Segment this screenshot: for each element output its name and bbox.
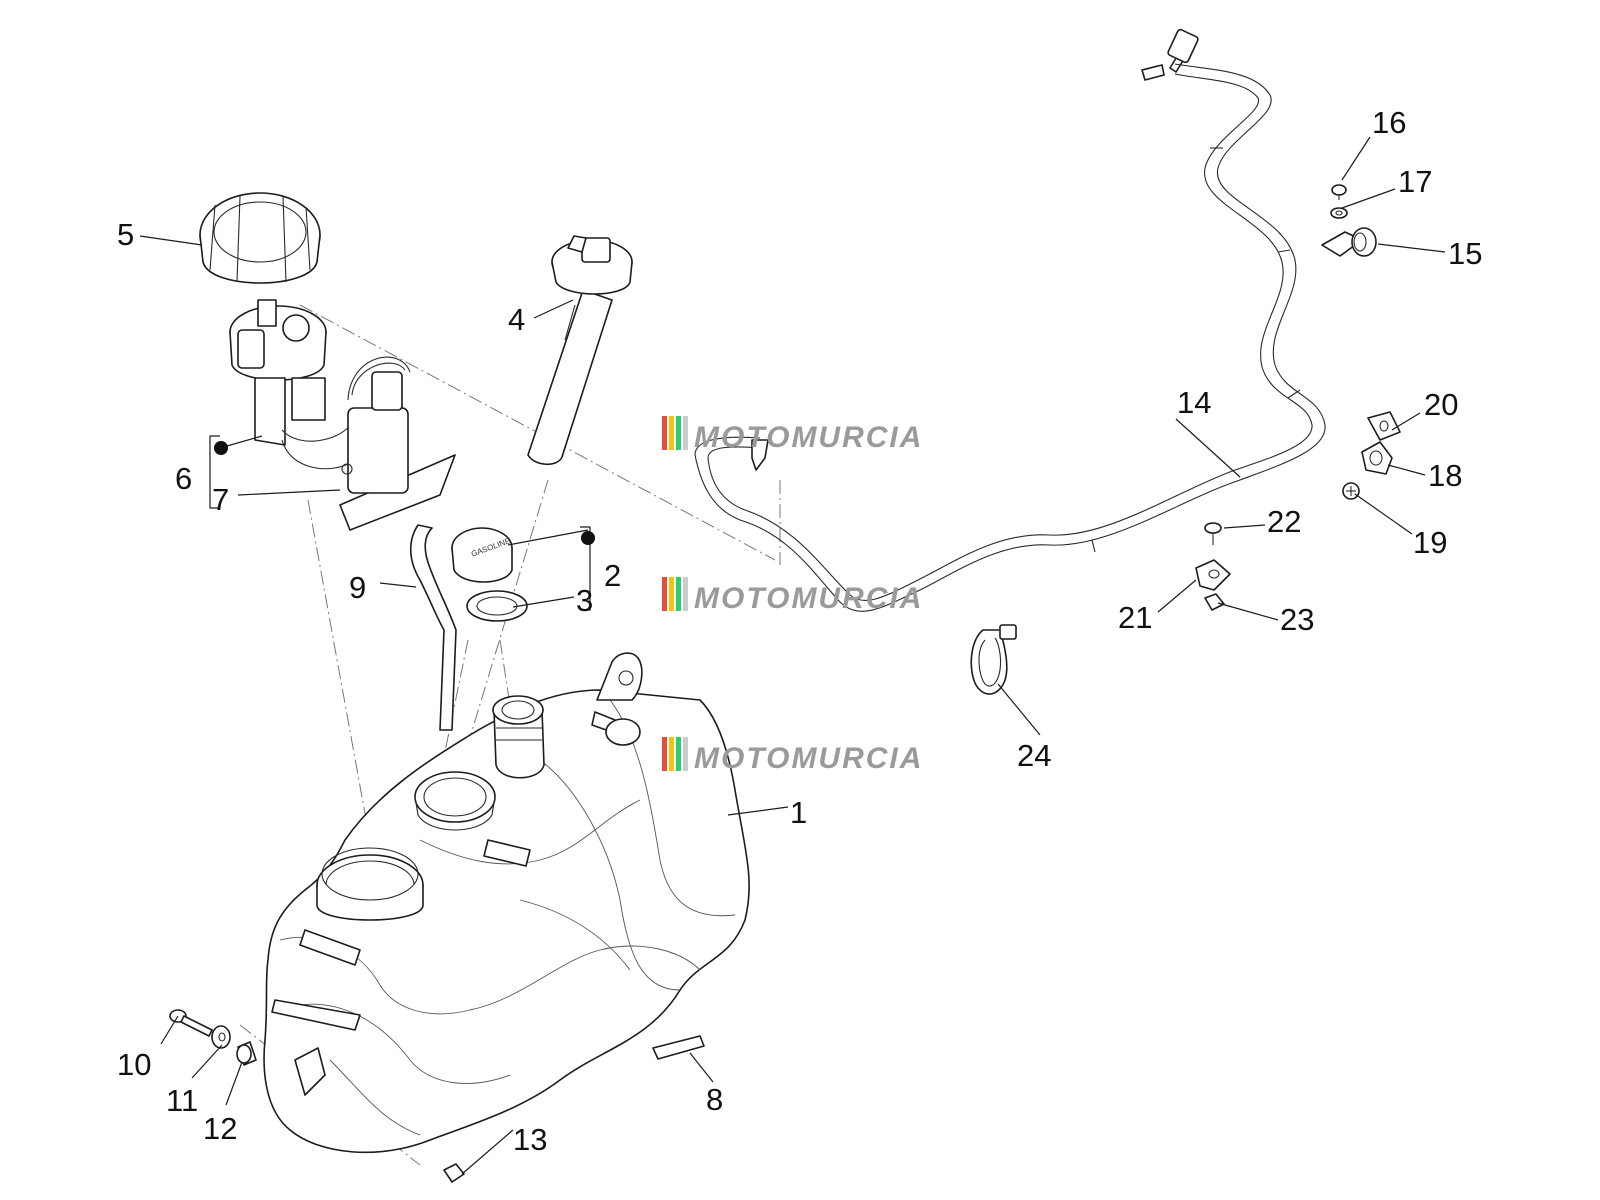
nut-19 [1342,482,1360,500]
clip-21 [1195,559,1231,591]
callout-12: 12 [203,1111,237,1146]
nut-13 [443,1163,465,1183]
svg-text:MOTOMURCIA: MOTOMURCIA [694,742,923,775]
callout-6: 6 [175,461,192,496]
clip-20 [1367,411,1401,441]
callout-2: 2 [604,558,621,593]
svg-text:MOTOMURCIA: MOTOMURCIA [694,421,923,454]
callout-22: 22 [1267,504,1301,539]
watermark-1: MOTOMURCIA [662,416,923,454]
callout-18: 18 [1428,458,1462,493]
pump-lock-ring [199,192,321,284]
pump-opening [316,847,424,921]
callout-24: 24 [1017,738,1051,773]
fuel-level-sender [527,235,633,466]
callout-19: 19 [1413,525,1447,560]
fuel-pump-assembly [229,299,456,531]
callout-1: 1 [790,795,807,830]
callout-8: 8 [706,1082,723,1117]
fuel-line-hose [694,28,1326,612]
leader-lines [139,136,1446,1175]
vent-hose [409,524,457,731]
callout-15: 15 [1448,236,1482,271]
callout-labels: 1 2 3 4 5 6 7 8 9 10 11 12 13 14 15 16 1… [117,105,1482,1157]
clip-18 [1361,441,1393,475]
kit-bracket-6-7 [209,435,228,509]
cap-seal-ring [466,590,528,622]
bolt-10 [169,1009,213,1037]
screw-16 [1331,184,1347,200]
callout-10: 10 [117,1047,151,1082]
callout-20: 20 [1424,387,1458,422]
watermark-2: MOTOMURCIA [662,577,923,615]
watermark: MOTOMURCIA MOTOMURCIA MOTOMURCIA [662,416,923,775]
bushing-12 [236,1041,257,1066]
callout-13: 13 [513,1122,547,1157]
filler-neck [414,771,496,831]
pad-8 [652,1035,705,1060]
filler-cap: GASOLINE [451,527,513,583]
callout-5: 5 [117,217,134,252]
kit-bracket-2-3 [580,526,595,611]
fuel-tank [263,652,750,1154]
callout-17: 17 [1398,164,1432,199]
callout-4: 4 [508,302,525,337]
callout-3: 3 [576,583,593,618]
svg-text:MOTOMURCIA: MOTOMURCIA [694,582,923,615]
callout-11: 11 [166,1083,198,1118]
callout-14: 14 [1177,385,1211,420]
nut-23 [1204,593,1225,611]
washer-17 [1330,207,1348,219]
filler-spout [492,695,545,779]
callout-21: 21 [1118,600,1152,635]
callout-9: 9 [349,570,366,605]
callout-7: 7 [212,482,229,517]
callout-23: 23 [1280,602,1314,637]
hose-clip-15 [1321,227,1377,257]
washer-11 [211,1025,231,1049]
screw-22 [1204,522,1222,545]
callout-16: 16 [1372,105,1406,140]
watermark-3: MOTOMURCIA [662,737,923,775]
strap-24 [970,624,1017,695]
